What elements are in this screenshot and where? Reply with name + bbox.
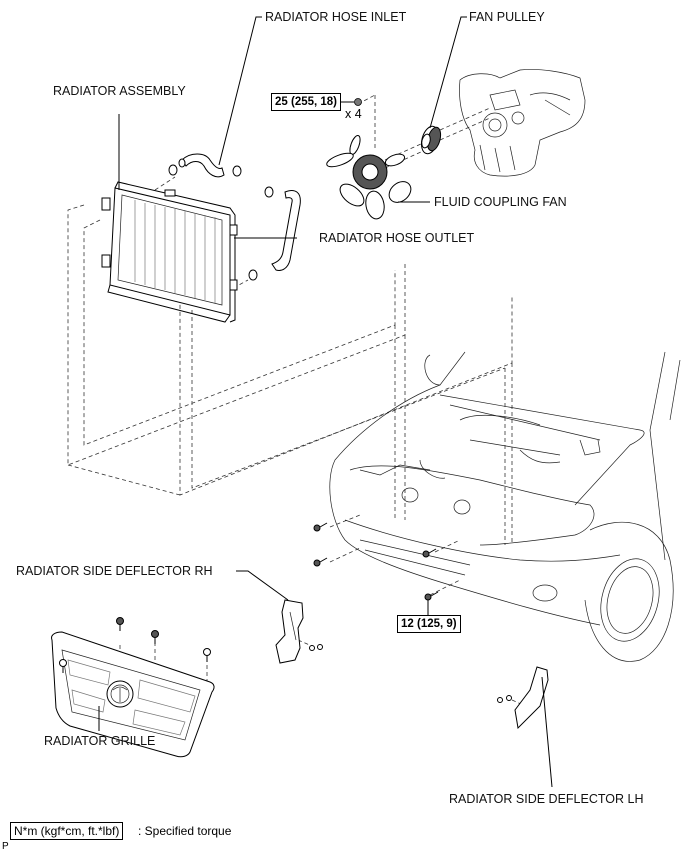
vehicle-front-drawing	[329, 351, 681, 662]
fan-pulley-drawing	[420, 125, 442, 155]
label-radiator-side-deflector-rh: RADIATOR SIDE DEFLECTOR RH	[16, 564, 213, 578]
legend-unit-box: N*m (kgf*cm, ft.*lbf)	[10, 822, 124, 840]
torque-spec-bumper-bolt: 12 (125, 9)	[397, 615, 461, 633]
label-radiator-hose-inlet: RADIATOR HOSE INLET	[265, 10, 407, 24]
radiator-side-deflector-rh-drawing	[275, 599, 323, 664]
label-radiator-assembly: RADIATOR ASSEMBLY	[53, 84, 186, 98]
bolt-icon	[313, 557, 328, 567]
bolt-icon	[313, 522, 328, 532]
clip-icon	[203, 648, 211, 662]
engine-drawing	[459, 69, 586, 177]
fluid-coupling-fan-drawing	[326, 98, 412, 220]
footer-mark: P	[2, 841, 9, 852]
bumper-bolts	[313, 522, 439, 601]
clip-icon	[59, 659, 67, 673]
torque-spec-fan-nut: 25 (255, 18)	[271, 93, 342, 111]
clip-icon	[151, 630, 159, 644]
radiator-grille-drawing	[51, 617, 215, 758]
radiator-hose-outlet-drawing	[248, 186, 301, 281]
radiator-assembly-drawing	[101, 181, 238, 323]
bolt-icon	[422, 548, 437, 558]
label-radiator-hose-outlet: RADIATOR HOSE OUTLET	[319, 231, 475, 245]
label-fan-pulley: FAN PULLEY	[469, 10, 545, 24]
label-fluid-coupling-fan: FLUID COUPLING FAN	[434, 195, 567, 209]
fan-nut-icon	[354, 98, 362, 106]
legend-description: : Specified torque	[138, 824, 232, 838]
radiator-hose-inlet-drawing	[168, 153, 242, 178]
clip-icon	[116, 617, 124, 631]
label-radiator-side-deflector-lh: RADIATOR SIDE DEFLECTOR LH	[449, 792, 644, 806]
fan-nut-quantity: x 4	[345, 107, 362, 121]
bolt-icon	[424, 591, 439, 601]
radiator-side-deflector-lh-drawing	[497, 666, 549, 730]
label-radiator-grille: RADIATOR GRILLE	[44, 734, 156, 748]
